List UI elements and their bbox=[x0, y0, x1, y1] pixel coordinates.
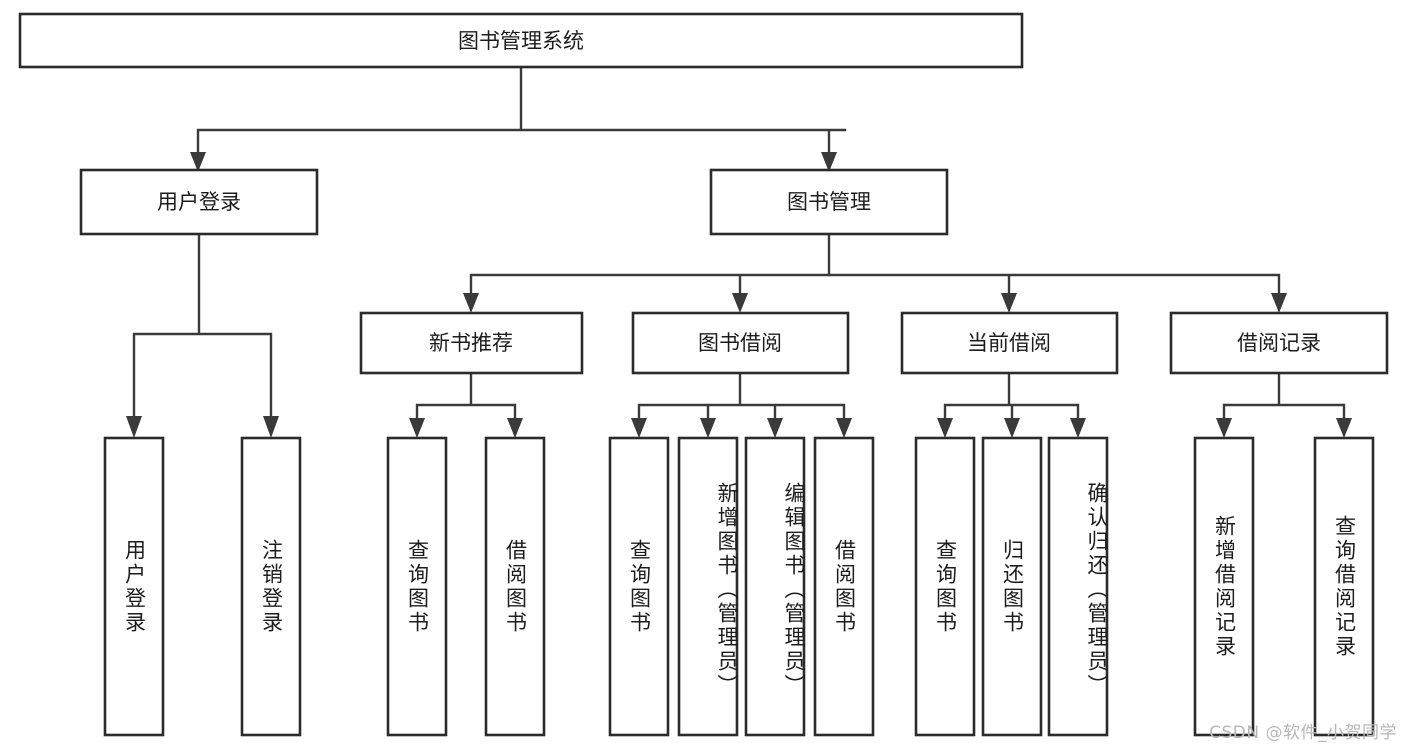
node-root-label: 图书管理系统 bbox=[458, 29, 584, 53]
leaf-rect-confirm-return-admin[interactable] bbox=[1047, 436, 1109, 737]
node-borrow-record[interactable]: 借阅记录 bbox=[1169, 311, 1389, 375]
arrow-head-icon bbox=[1070, 418, 1086, 438]
leaf-rect-query-book-current[interactable] bbox=[914, 436, 976, 737]
arrow-head-icon bbox=[1004, 418, 1020, 438]
arrow-head-icon bbox=[1336, 418, 1352, 438]
arrow-head-icon bbox=[1216, 418, 1232, 438]
arrow-head-icon bbox=[767, 418, 783, 438]
arrow-head-icon bbox=[821, 152, 837, 172]
node-user-login[interactable]: 用户登录 bbox=[79, 168, 319, 236]
arrow-head-icon bbox=[700, 418, 716, 438]
node-book-borrow[interactable]: 图书借阅 bbox=[631, 311, 850, 375]
leaf-rect-logout[interactable] bbox=[240, 436, 302, 737]
leaf-rect-return-book[interactable] bbox=[981, 436, 1043, 737]
arrow-head-icon bbox=[263, 416, 279, 438]
arrow-head-icon bbox=[190, 152, 206, 172]
leaf-rect-query-borrow-record[interactable] bbox=[1313, 436, 1375, 737]
node-new-book-recommend-label: 新书推荐 bbox=[429, 331, 513, 355]
arrow-head-icon bbox=[631, 418, 647, 438]
node-book-management[interactable]: 图书管理 bbox=[709, 168, 949, 236]
connector-new-book-to-leaves bbox=[409, 371, 523, 438]
leaf-rect-query-book-new[interactable] bbox=[386, 436, 448, 737]
arrow-head-icon bbox=[126, 416, 142, 438]
connector-borrow-record-to-leaves bbox=[1216, 371, 1352, 438]
connector-current-borrow-to-leaves bbox=[937, 371, 1086, 438]
leaf-rect-borrow-book-new[interactable] bbox=[484, 436, 546, 737]
leaf-rect-user-login[interactable] bbox=[103, 436, 165, 737]
node-user-login-label: 用户登录 bbox=[157, 190, 241, 214]
leaf-rect-borrow-book[interactable] bbox=[813, 436, 875, 737]
csdn-watermark: CSDN @软件_小贺同学 bbox=[1209, 723, 1397, 743]
leaf-rect-edit-book-admin[interactable] bbox=[744, 436, 806, 737]
arrow-head-icon bbox=[1001, 293, 1017, 313]
arrow-head-icon bbox=[937, 418, 953, 438]
node-borrow-record-label: 借阅记录 bbox=[1237, 331, 1321, 355]
arrow-head-icon bbox=[836, 418, 852, 438]
node-book-management-label: 图书管理 bbox=[787, 190, 871, 214]
leaf-rect-query-book-borrow[interactable] bbox=[608, 436, 670, 737]
connector-book-manage-to-level3 bbox=[463, 232, 1287, 313]
arrow-head-icon bbox=[409, 418, 425, 438]
arrow-head-icon bbox=[463, 293, 479, 313]
leaf-node-rects bbox=[103, 436, 1375, 737]
leaf-rect-add-book-admin[interactable] bbox=[677, 436, 739, 737]
connector-book-borrow-to-leaves bbox=[631, 371, 852, 438]
node-current-borrow[interactable]: 当前借阅 bbox=[900, 311, 1119, 375]
node-new-book-recommend[interactable]: 新书推荐 bbox=[359, 311, 584, 375]
arrow-head-icon bbox=[1271, 293, 1287, 313]
connector-root-to-level2 bbox=[190, 65, 847, 172]
leaf-rect-add-borrow-record[interactable] bbox=[1193, 436, 1255, 737]
node-root-system[interactable]: 图书管理系统 bbox=[18, 12, 1024, 69]
arrow-head-icon bbox=[507, 418, 523, 438]
node-current-borrow-label: 当前借阅 bbox=[967, 331, 1051, 355]
connector-user-login-to-leaves bbox=[126, 232, 279, 438]
node-book-borrow-label: 图书借阅 bbox=[698, 331, 782, 355]
arrow-head-icon bbox=[732, 293, 748, 313]
